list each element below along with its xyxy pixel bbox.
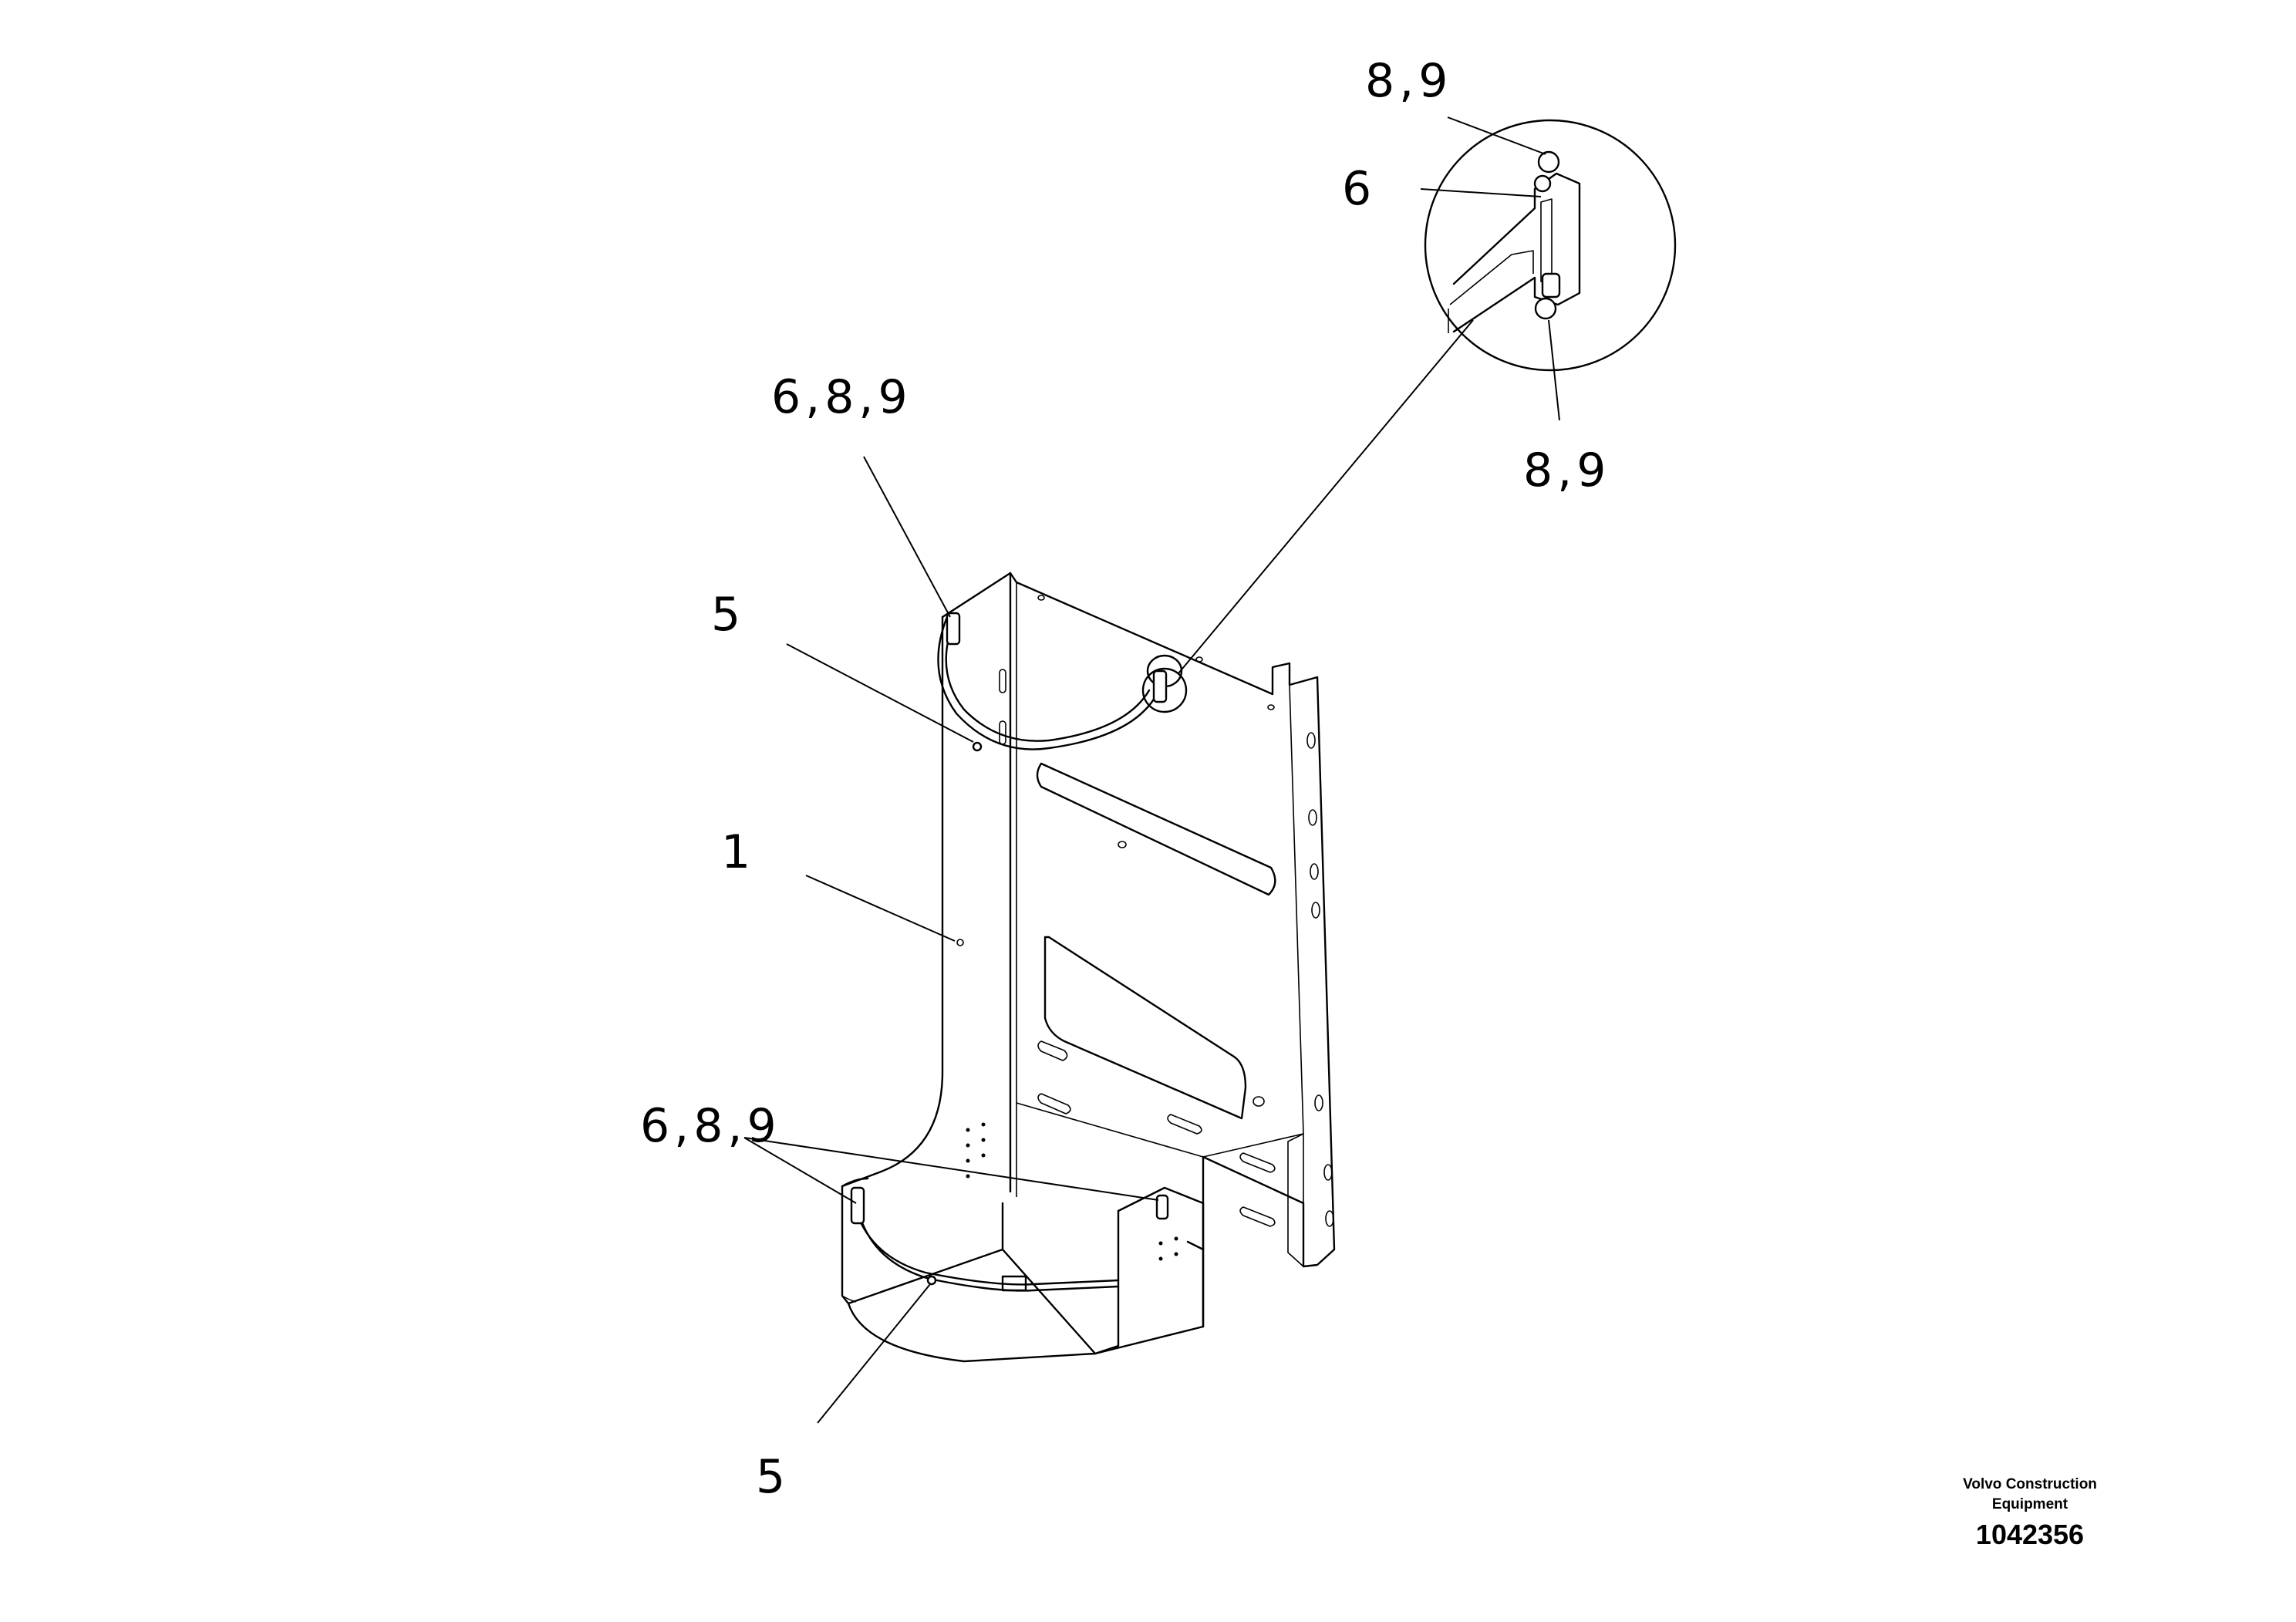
- strap-clamp: [1152, 669, 1168, 703]
- callout-top-detail-6: 6: [1342, 162, 1376, 216]
- callout-lower-strap-689: 6,8,9: [640, 1099, 781, 1153]
- slot: [999, 669, 1006, 693]
- cradle-top-edge: [841, 1177, 869, 1188]
- back-panel-outline: [1015, 581, 1336, 1268]
- bracket-assembly: [841, 572, 1336, 1363]
- drawing-number: 1042356: [1976, 1519, 2084, 1550]
- lower-cutout: [1043, 936, 1247, 1120]
- upper-strap: [937, 612, 1168, 752]
- lower-slots: [1037, 1040, 1276, 1227]
- callout-bottom-detail-89: 8,9: [1523, 443, 1610, 497]
- leader-lines: [743, 116, 1560, 1424]
- back-panel-lower: [1202, 1133, 1304, 1158]
- back-panel-flange: [1287, 1133, 1304, 1267]
- cradle-front: [841, 1185, 1205, 1363]
- rail-slots: [1306, 732, 1334, 1227]
- cradle-side: [1094, 1209, 1120, 1355]
- detail-bolt-bottom: [1534, 297, 1557, 320]
- detail-view: [1141, 119, 1677, 713]
- detail-connector: [1178, 319, 1474, 674]
- strap-clamp: [1155, 1194, 1169, 1220]
- strap-clamp: [850, 1186, 865, 1225]
- detail-bolt-top: [1537, 150, 1560, 174]
- company-name-line1: Volvo Construction: [1963, 1476, 2097, 1492]
- cradle-lip: [841, 1295, 857, 1303]
- detail-locator-circle: [1141, 667, 1188, 713]
- left-panel-edge: [841, 615, 944, 1188]
- callout-bracket-1: 1: [721, 825, 755, 879]
- detail-clamp: [1541, 272, 1561, 298]
- strap-rivet: [972, 741, 983, 752]
- slot: [999, 720, 1006, 745]
- callout-upper-strap-689: 6,8,9: [771, 370, 912, 424]
- lower-strap: [850, 1186, 1169, 1292]
- hole: [1267, 704, 1275, 710]
- strap-rivet: [926, 1275, 937, 1286]
- detail-bracket: [1452, 172, 1581, 333]
- callout-lower-strap-5: 5: [756, 1450, 790, 1504]
- hole: [1118, 841, 1127, 848]
- hole-pattern: [956, 939, 1178, 1261]
- hole: [1253, 1096, 1265, 1107]
- left-panel-top: [941, 572, 1018, 619]
- hole: [1037, 595, 1045, 601]
- detail-circle: [1424, 119, 1677, 372]
- cradle-floor: [847, 1248, 1097, 1355]
- company-name-line2: Equipment: [1992, 1496, 2068, 1512]
- upper-cutout: [1036, 762, 1276, 896]
- cradle-end-plate: [1117, 1186, 1205, 1328]
- back-panel-edge: [1289, 684, 1304, 1135]
- callout-top-detail-89: 8,9: [1365, 54, 1452, 108]
- hole: [1195, 656, 1203, 663]
- callout-upper-strap-5: 5: [711, 588, 745, 642]
- publisher-block: Volvo Construction Equipment 1042356: [1963, 1476, 2097, 1550]
- back-panel-bottom: [1016, 1102, 1204, 1158]
- callout-labels: 8,9 6 8,9 6,8,9 5 1 6,8,9 5: [640, 54, 1610, 1504]
- strap-clamp: [946, 612, 961, 646]
